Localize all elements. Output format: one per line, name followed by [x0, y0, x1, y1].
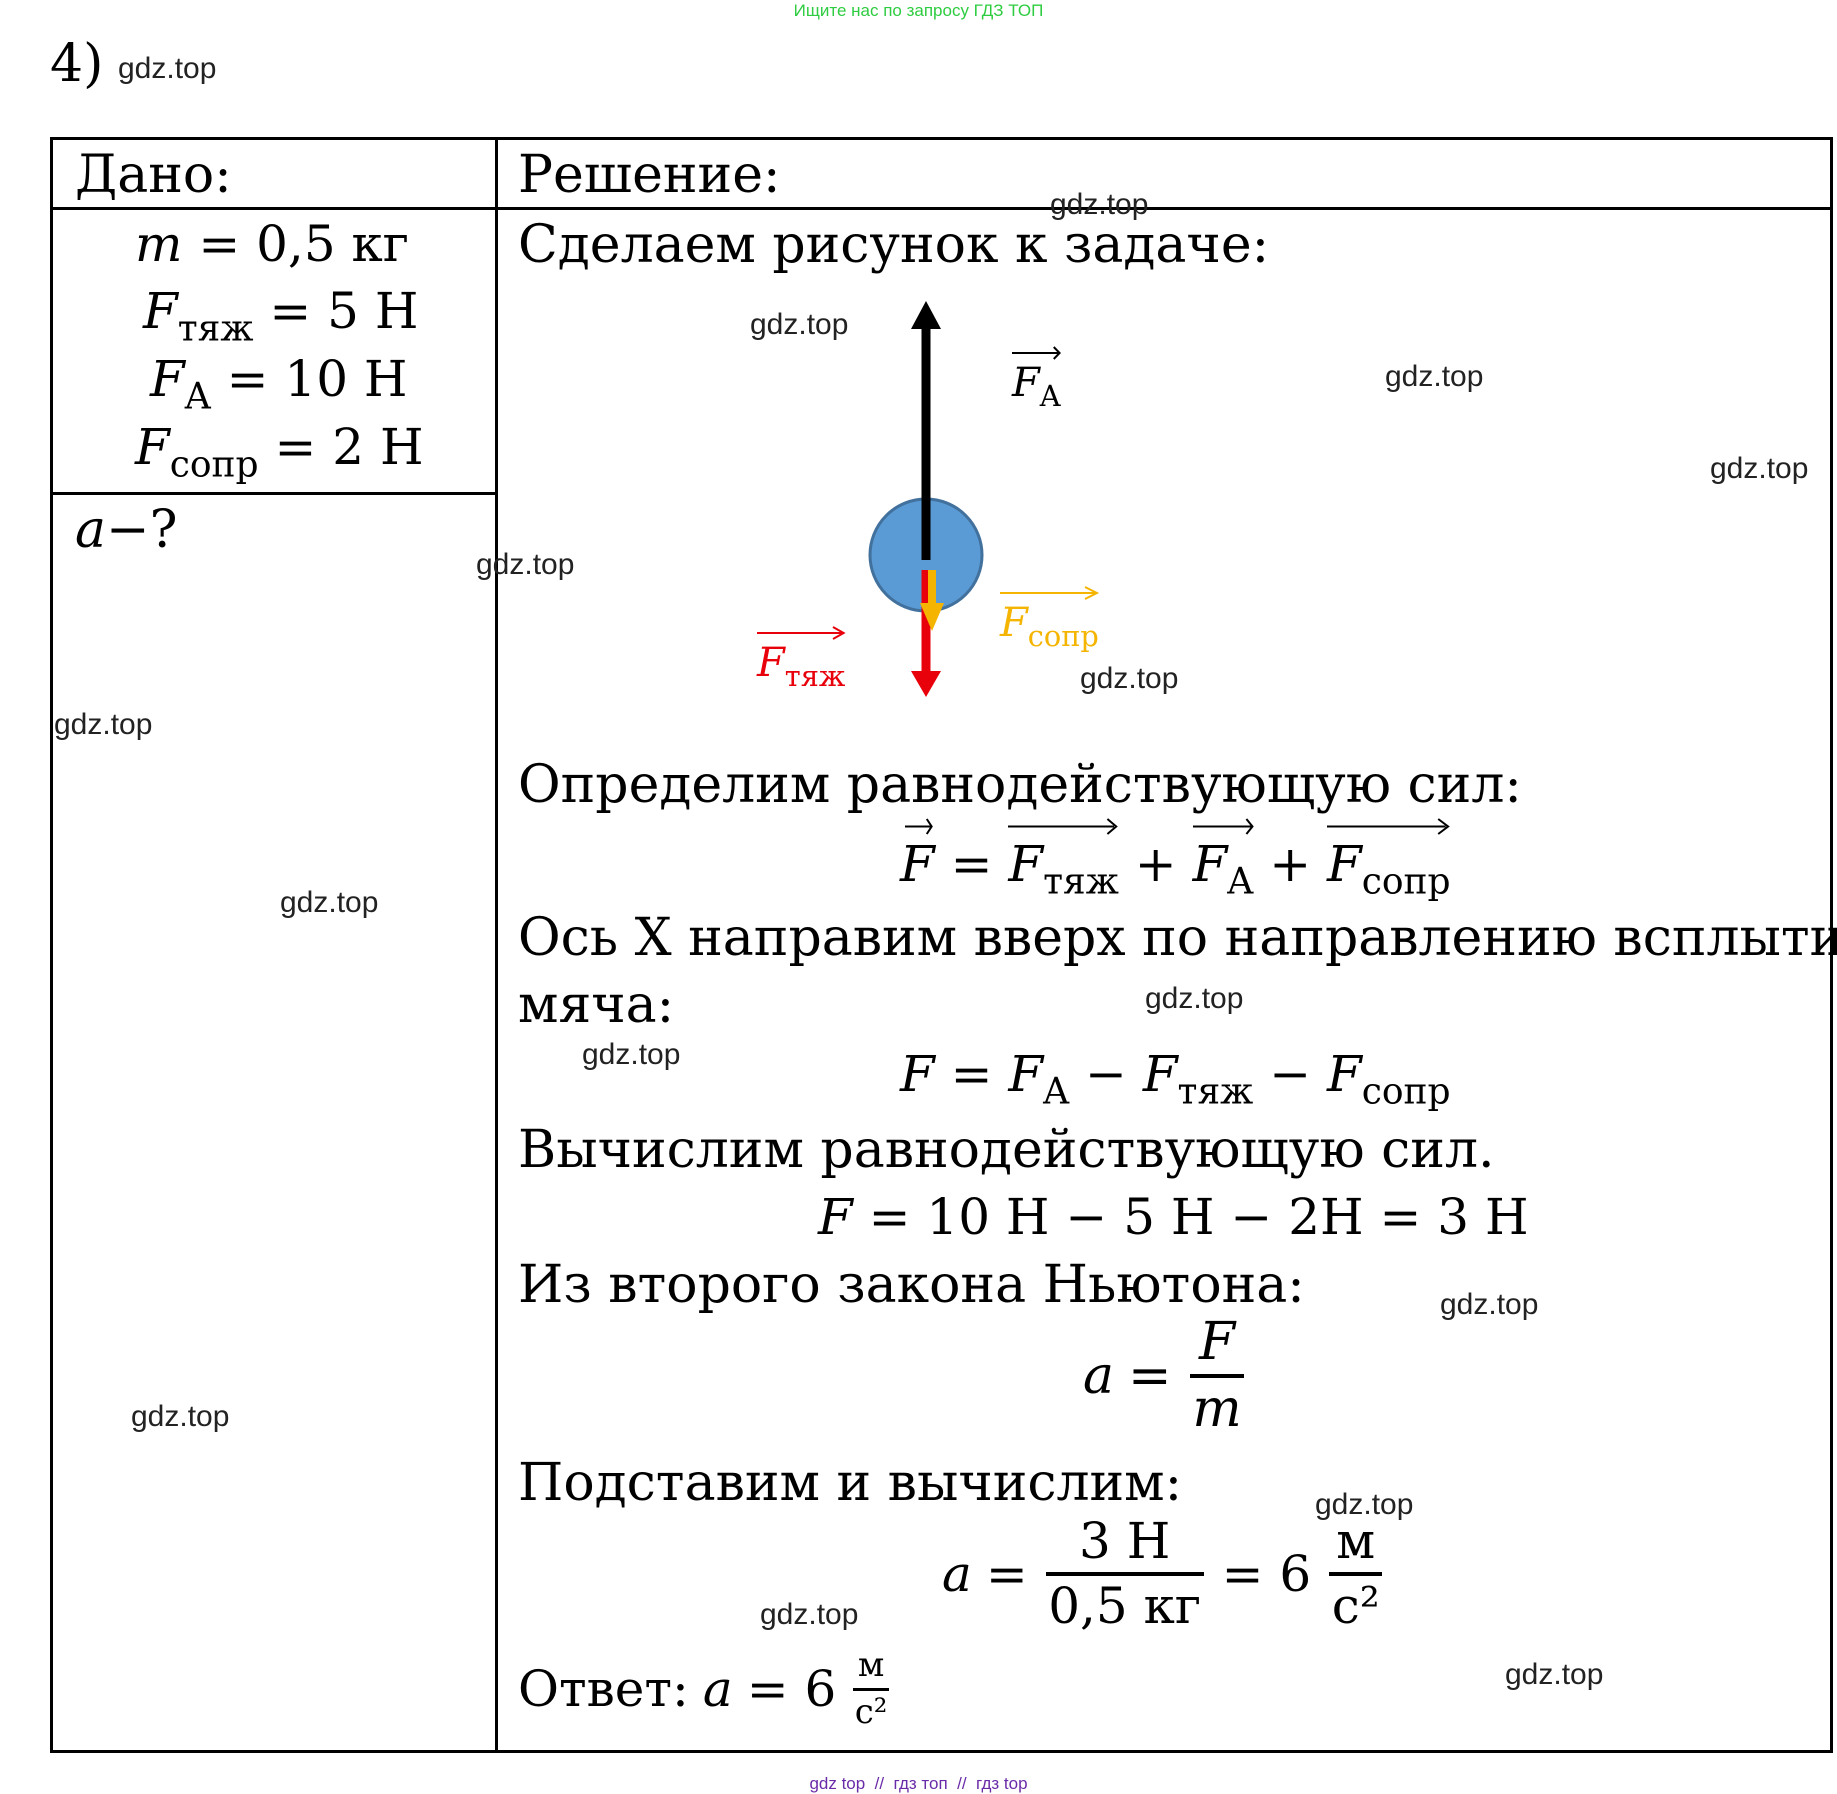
watermark: gdz.top — [750, 308, 849, 341]
calc-title: Вычислим равнодействующую сил. — [518, 1120, 1495, 1180]
given-archimedes: FA = 10 Н — [150, 350, 408, 418]
given-drag: Fсопр = 2 Н — [135, 418, 424, 486]
find-acceleration: a−? — [75, 500, 178, 560]
watermark: gdz.top — [1505, 1658, 1604, 1691]
resultant-title: Определим равнодействующую сил: — [518, 755, 1522, 815]
watermark: gdz.top — [1315, 1488, 1414, 1521]
axis-text-line2: мяча: — [518, 975, 675, 1035]
vector-equation: F = Fтяж + FA + Fсопр — [900, 835, 1451, 903]
scalar-equation: F = FA − Fтяж − Fсопр — [900, 1045, 1451, 1113]
watermark: gdz.top — [131, 1400, 230, 1433]
label-drag: Fсопр — [1000, 600, 1099, 653]
watermark: gdz.top — [54, 708, 153, 741]
watermark: gdz.top — [1050, 188, 1149, 221]
drag-arrow-head — [920, 603, 944, 631]
subst-title: Подставим и вычислим: — [518, 1453, 1183, 1513]
task-number: 4) — [50, 34, 104, 94]
solution-header: Решение: — [518, 145, 781, 205]
watermark: gdz.top — [1385, 360, 1484, 393]
axis-text-line1: Ось X направим вверх по направлению вспл… — [518, 908, 1837, 968]
watermark: gdz.top — [476, 548, 575, 581]
watermark: gdz.top — [118, 52, 217, 85]
drawing-title: Сделаем рисунок к задаче: — [518, 215, 1270, 275]
gravity-arrow-head — [911, 671, 941, 697]
watermark: gdz.top — [1710, 452, 1809, 485]
footer-links: gdz top // гдз топ // гдз top — [809, 1774, 1028, 1793]
watermark: gdz.top — [1080, 662, 1179, 695]
watermark: gdz.top — [582, 1038, 681, 1071]
watermark: gdz.top — [760, 1598, 859, 1631]
given-gravity: Fтяж = 5 Н — [143, 282, 419, 350]
given-header: Дано: — [75, 145, 232, 205]
newton-title: Из второго закона Ньютона: — [518, 1255, 1305, 1315]
watermark: gdz.top — [1145, 982, 1244, 1015]
top-note: Ищите нас по запросу ГДЗ ТОП — [793, 1, 1044, 20]
label-archimedes: FA — [1012, 360, 1061, 413]
label-gravity: Fтяж — [757, 640, 845, 693]
archimedes-arrow-head — [911, 301, 941, 329]
calc-equation: F = 10 Н − 5 Н − 2Н = 3 Н — [818, 1188, 1529, 1246]
watermark: gdz.top — [280, 886, 379, 919]
given-mass: m = 0,5 кг — [135, 215, 409, 273]
watermark: gdz.top — [1440, 1288, 1539, 1321]
force-diagram — [868, 301, 984, 697]
